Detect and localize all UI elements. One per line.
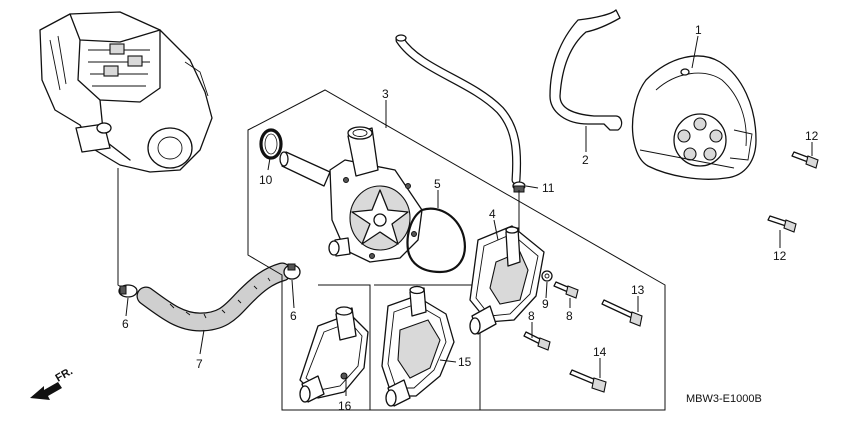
pump-housing-part-15	[381, 285, 455, 407]
water-pump-cover-part-4	[469, 225, 545, 335]
callout-10: 10	[259, 173, 273, 187]
bolt-part-8-lower	[523, 331, 551, 351]
front-direction-arrow: FR.	[30, 365, 75, 400]
bolt-part-13	[601, 299, 643, 327]
o-ring-part-10	[259, 128, 283, 160]
washer-part-9	[541, 270, 553, 282]
sprocket-cover-part-1	[631, 55, 757, 180]
pump-housing-part-16	[299, 306, 369, 403]
bracket-part-2	[549, 9, 623, 131]
callout-14: 14	[593, 345, 607, 359]
water-hose-part-7	[136, 262, 292, 332]
gasket-part-5	[406, 207, 466, 274]
diagram-reference-code: MBW3-E1000B	[686, 393, 762, 405]
callout-8-lower: 8	[528, 309, 535, 323]
callout-3: 3	[382, 87, 389, 101]
callout-5: 5	[434, 177, 441, 191]
bolt-part-12-lower	[767, 215, 797, 233]
bypass-tube	[395, 34, 522, 185]
front-direction-label: FR.	[54, 365, 75, 384]
sub-assembly-frame-16	[318, 284, 371, 410]
bolt-part-8-upper	[553, 281, 579, 299]
callout-6-right: 6	[290, 309, 297, 323]
callout-6-left: 6	[122, 317, 129, 331]
callout-8-upper: 8	[566, 309, 573, 323]
bolt-part-12-upper	[791, 151, 819, 169]
leader-lines	[125, 35, 813, 396]
callout-9: 9	[542, 297, 549, 311]
hose-clamp-right	[283, 263, 301, 280]
callout-7: 7	[196, 357, 203, 371]
callout-4: 4	[489, 207, 496, 221]
callout-15: 15	[458, 355, 472, 369]
callout-2: 2	[582, 153, 589, 167]
callout-11: 11	[542, 181, 555, 195]
callout-16: 16	[338, 399, 352, 413]
water-pump-body-part-3	[279, 126, 423, 263]
bolt-part-14	[569, 369, 607, 393]
callout-12-lower: 12	[773, 249, 787, 263]
hose-clamp-left	[118, 284, 138, 298]
callout-12-upper: 12	[805, 129, 819, 143]
engine-block-illustration	[39, 11, 213, 173]
assembly-group-frame	[247, 89, 666, 411]
callout-1: 1	[695, 23, 702, 37]
callout-13: 13	[631, 283, 645, 297]
